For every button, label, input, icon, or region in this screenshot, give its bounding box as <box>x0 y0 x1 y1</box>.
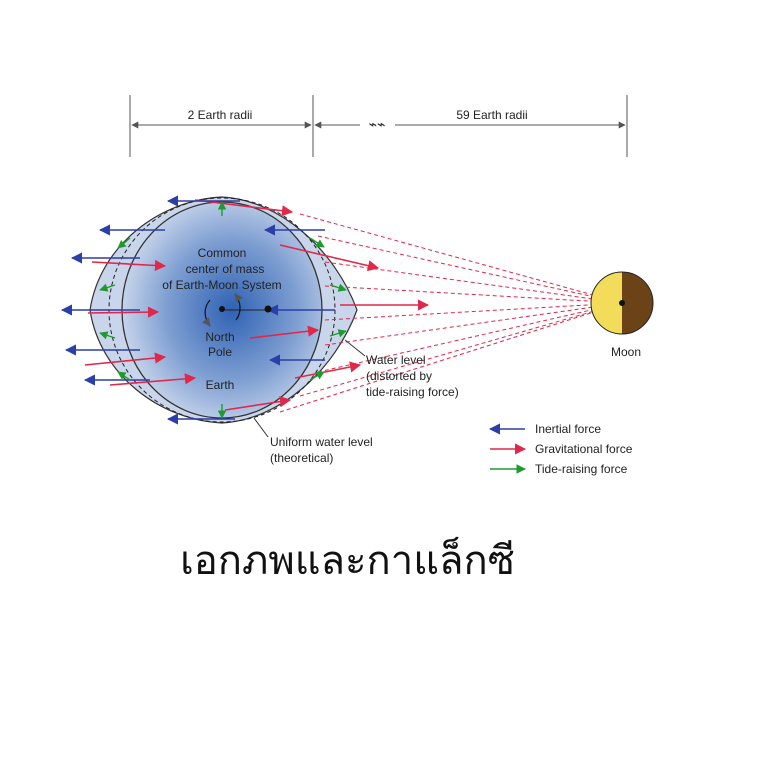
north-pole-label-1: North <box>205 330 234 344</box>
uniform-water-level-leader <box>253 417 269 438</box>
earth-label: Earth <box>206 378 235 392</box>
break-mark: ⌁⌁ <box>369 116 386 132</box>
water-level-label-3: tide-raising force) <box>366 385 459 399</box>
earth-span-label: 2 Earth radii <box>188 108 253 122</box>
legend-gravitational-label: Gravitational force <box>535 442 633 456</box>
earth-center-dot <box>264 305 272 313</box>
rotation-arrow-right <box>234 293 243 321</box>
water-level-label-1: Water level <box>366 353 426 367</box>
inertial-arrows <box>60 195 335 425</box>
center-of-mass-dot <box>219 306 225 312</box>
legend: Inertial force Gravitational force Tide-… <box>488 422 633 476</box>
dimension-lines <box>129 95 628 157</box>
uniform-water-level-label-1: Uniform water level <box>270 435 373 449</box>
moon-lit-half <box>591 272 622 334</box>
moon-distance-label: 59 Earth radii <box>456 108 527 122</box>
rotation-arrow-left <box>202 299 211 327</box>
tide-raising-arrows <box>99 201 347 419</box>
center-of-mass-label-1: Common <box>198 246 247 260</box>
legend-tide-label: Tide-raising force <box>535 462 628 476</box>
north-pole-label-2: Pole <box>208 345 232 359</box>
center-of-mass-label-2: center of mass <box>186 262 265 276</box>
gravitational-arrows <box>84 199 430 411</box>
moon-dark-half <box>622 272 653 334</box>
legend-inertial-label: Inertial force <box>535 422 601 436</box>
page-caption: เอกภพและกาแล็กซี <box>180 538 515 584</box>
moon <box>590 271 654 335</box>
water-level-leader <box>344 339 366 357</box>
moon-label: Moon <box>611 345 641 359</box>
uniform-water-level-label-2: (theoretical) <box>270 451 333 465</box>
tide-diagram: 2 Earth radii ⌁⌁ 59 Earth radii <box>60 95 654 476</box>
water-level-label-2: (distorted by <box>366 369 432 383</box>
moon-center-dot <box>619 300 625 306</box>
center-of-mass-label-3: of Earth-Moon System <box>162 278 281 292</box>
